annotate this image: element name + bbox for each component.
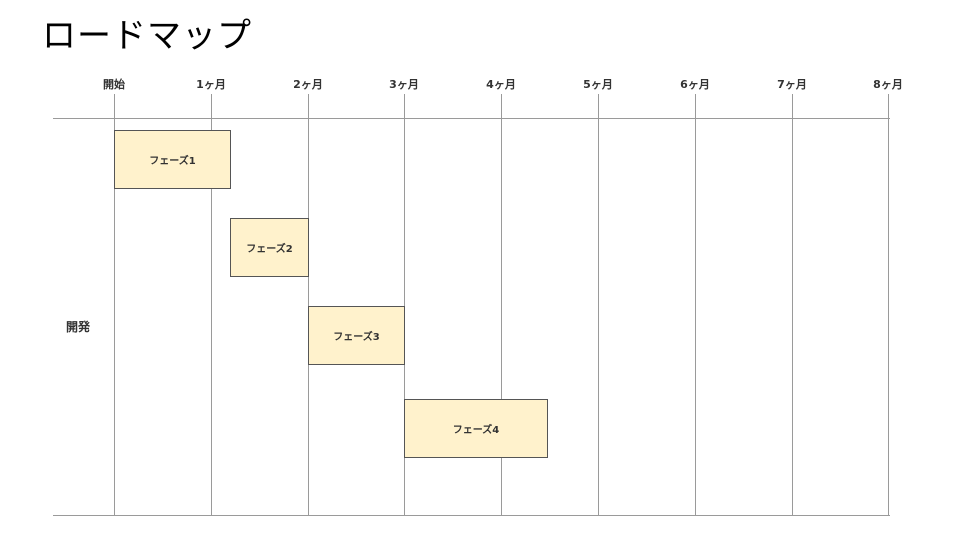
phase-bar[interactable]: フェーズ3: [308, 306, 405, 365]
month-gridline: [598, 94, 599, 516]
month-label: 7ヶ月: [777, 78, 807, 91]
phase-bar[interactable]: フェーズ2: [230, 218, 309, 277]
month-label: 6ヶ月: [680, 78, 710, 91]
month-label: 4ヶ月: [486, 78, 516, 91]
month-gridline: [695, 94, 696, 516]
month-gridline: [308, 94, 309, 516]
month-gridline: [404, 94, 405, 516]
month-label: 8ヶ月: [873, 78, 903, 91]
month-gridline: [888, 94, 889, 516]
month-gridline: [792, 94, 793, 516]
month-label: 開始: [103, 78, 125, 91]
page-title: ロードマップ: [42, 16, 252, 56]
month-label: 5ヶ月: [583, 78, 613, 91]
phase-bar[interactable]: フェーズ1: [114, 130, 231, 189]
month-label: 1ヶ月: [196, 78, 226, 91]
lane-label-development: 開発: [66, 320, 91, 334]
month-gridline: [114, 94, 115, 516]
timeline-top-line: [53, 118, 890, 119]
phase-bar[interactable]: フェーズ4: [404, 399, 548, 458]
month-label: 2ヶ月: [293, 78, 323, 91]
timeline-bottom-line: [53, 515, 890, 516]
month-label: 3ヶ月: [389, 78, 419, 91]
month-gridline: [211, 94, 212, 516]
month-gridline: [501, 94, 502, 516]
